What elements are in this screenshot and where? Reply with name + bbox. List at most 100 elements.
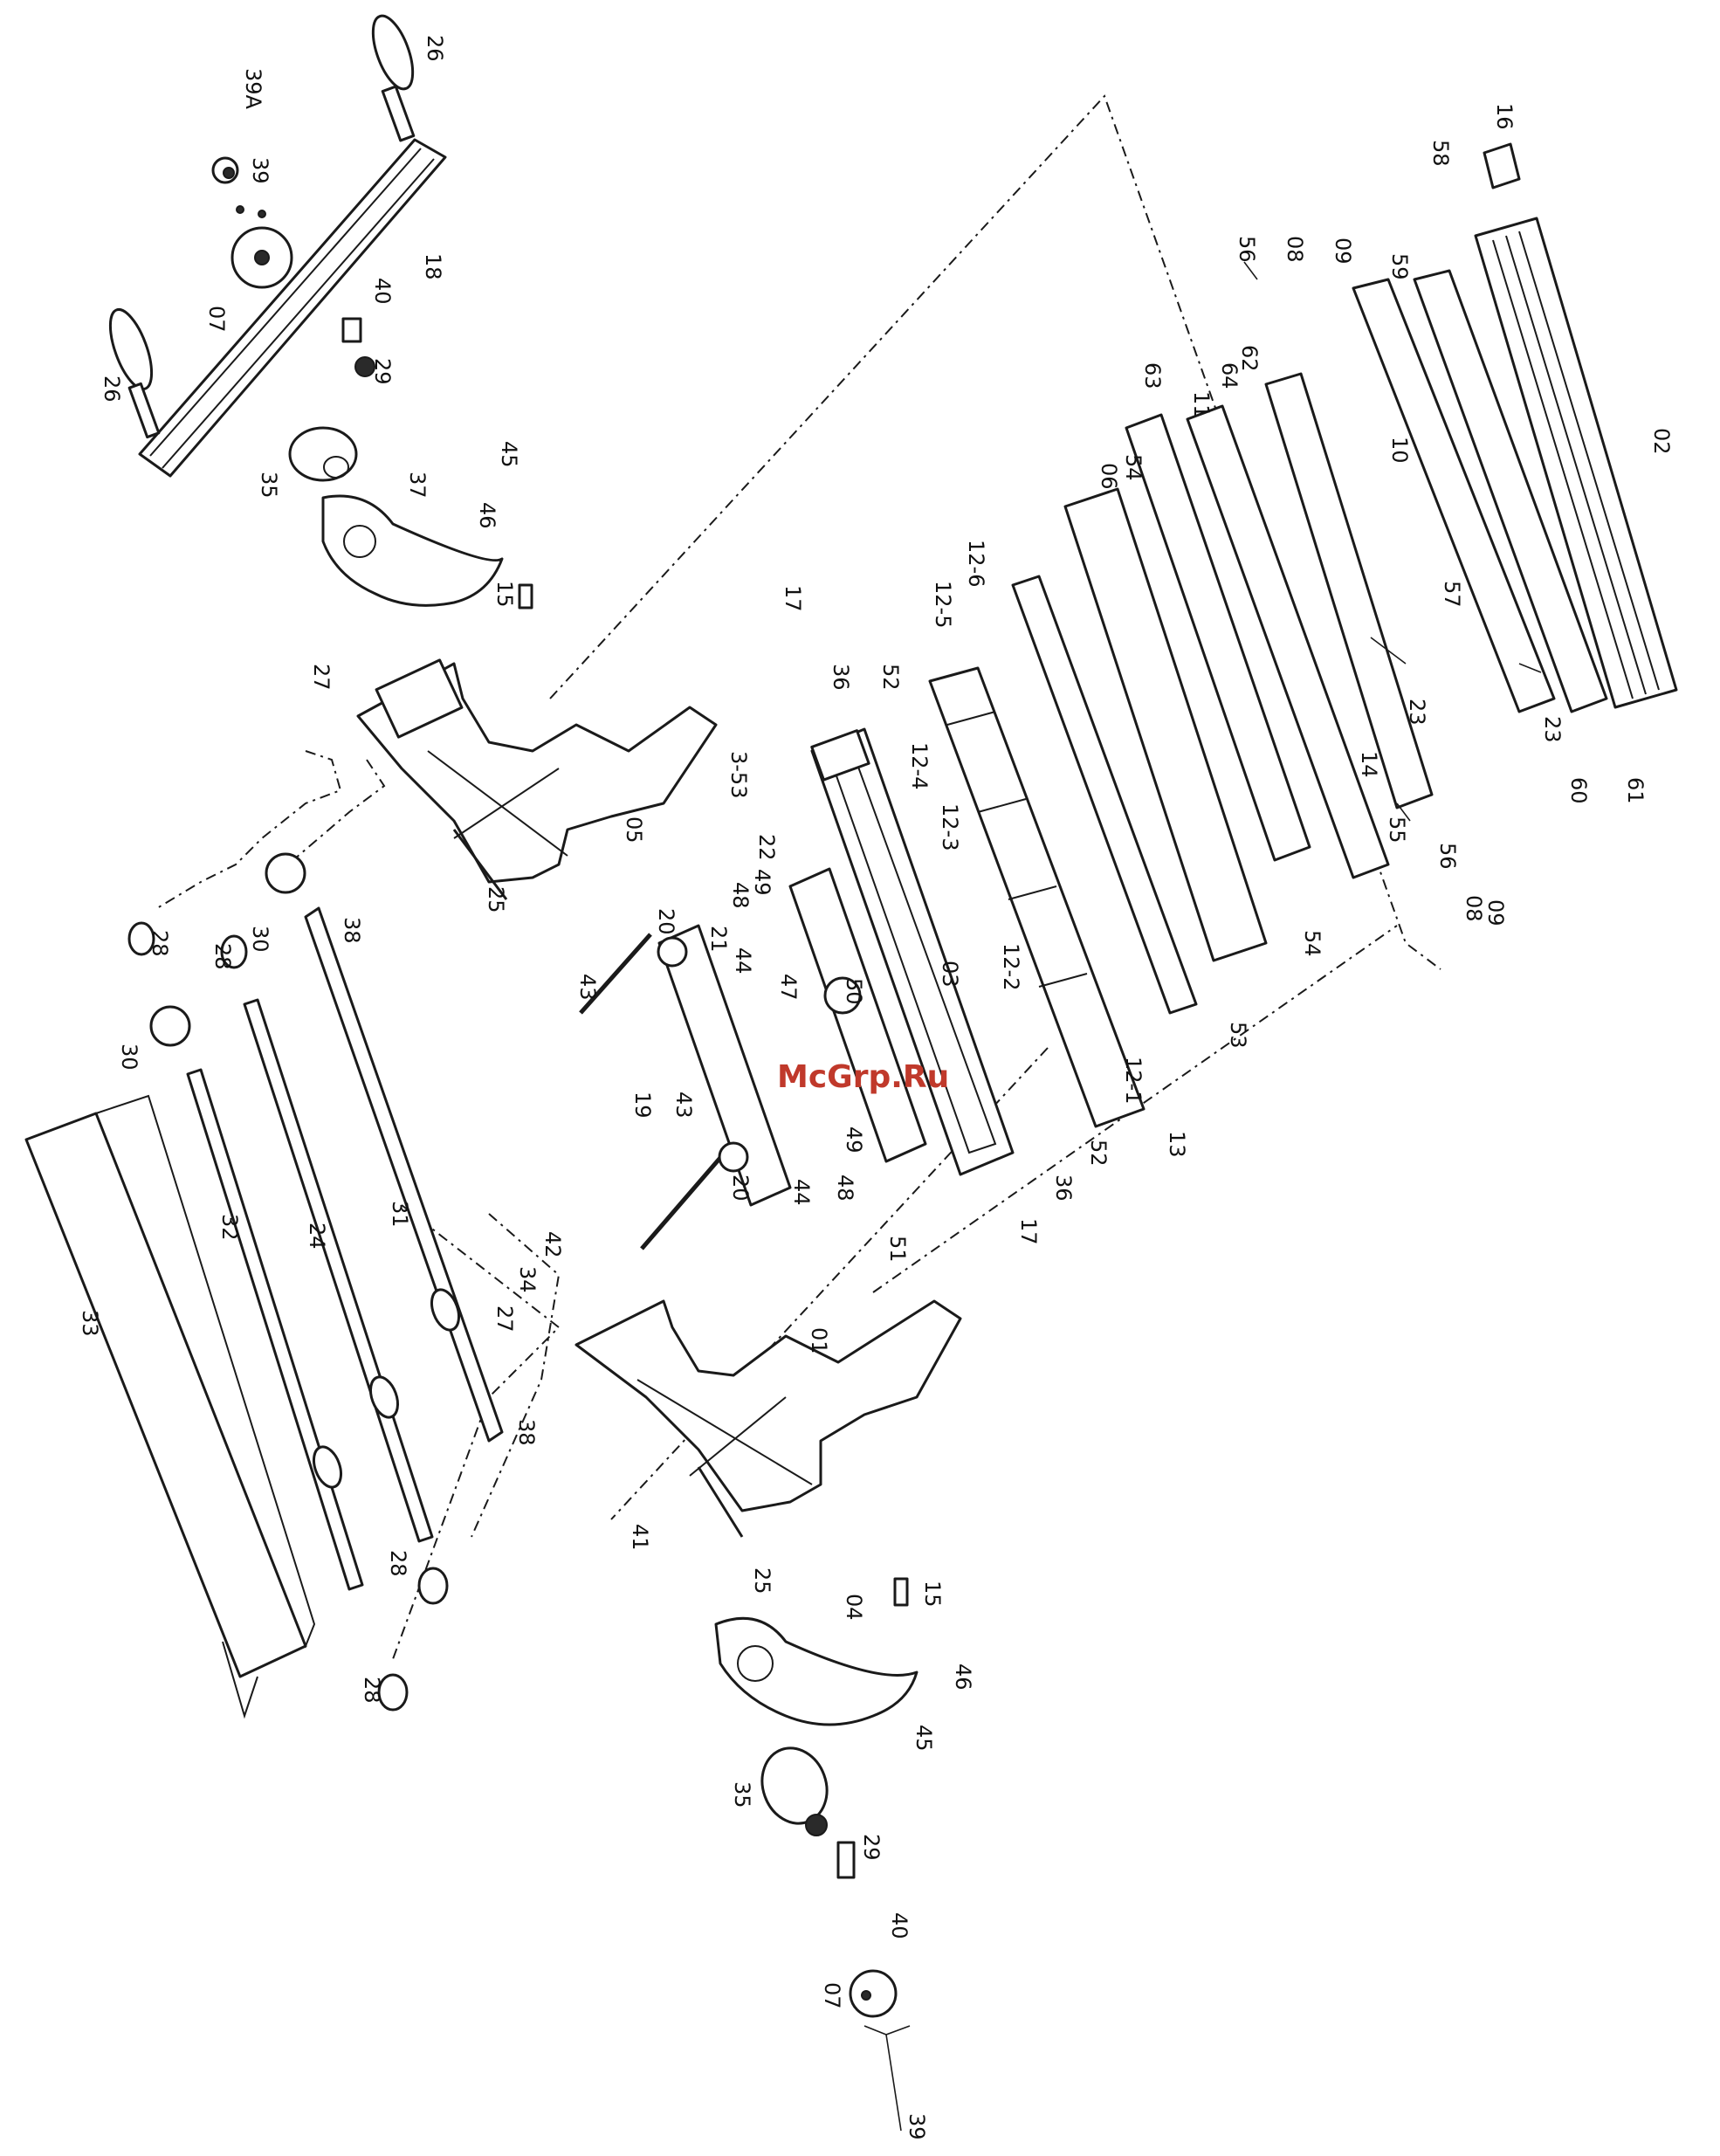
label-27-bottom: 27: [492, 1305, 517, 1333]
bracket-16: [1483, 142, 1521, 189]
label-52-top: 52: [878, 664, 903, 691]
label-23-a: 23: [1405, 699, 1429, 726]
label-06: 06: [1097, 463, 1121, 490]
label-12-3: 12-3: [938, 803, 962, 851]
label-49-a: 49: [750, 869, 774, 896]
lever-arm-04: [714, 1577, 918, 1726]
label-29-top: 29: [370, 358, 395, 385]
label-40-bottom: 40: [887, 1912, 912, 1939]
label-23-b: 23: [1540, 716, 1565, 743]
label-57: 57: [1440, 581, 1464, 608]
plate-12: [928, 666, 1146, 1128]
hand-wheel-top: [211, 156, 293, 289]
label-39A: 39A: [241, 68, 265, 110]
hand-wheel-bottom: [849, 1969, 898, 2018]
label-34: 34: [515, 1266, 540, 1293]
label-07-bottom: 07: [820, 1982, 844, 2009]
label-44-a: 44: [731, 947, 755, 975]
label-39-top: 39: [248, 157, 272, 184]
label-28-d: 28: [360, 1677, 384, 1704]
label-56-top: 56: [1235, 236, 1259, 263]
label-08-bottom: 08: [1462, 895, 1486, 922]
shaft-31: [265, 852, 504, 1443]
label-02: 02: [1649, 428, 1674, 455]
label-48-b: 48: [833, 1174, 857, 1202]
label-31: 31: [388, 1201, 412, 1228]
label-3-53: 3-53: [726, 751, 751, 798]
label-45-bottom: 45: [912, 1725, 936, 1752]
label-45-top: 45: [497, 441, 521, 468]
arm-22: [788, 867, 927, 1163]
bar-21: [657, 924, 792, 1207]
label-58: 58: [1428, 140, 1453, 167]
label-33: 33: [78, 1310, 102, 1337]
label-63: 63: [1140, 362, 1165, 389]
casting-05: [356, 658, 718, 900]
table-02: [1474, 217, 1678, 709]
label-09-top: 09: [1331, 238, 1355, 265]
label-48-a: 48: [728, 882, 753, 909]
label-26-left: 26: [100, 375, 124, 403]
label-30-b: 30: [117, 1044, 141, 1071]
label-62: 62: [1237, 345, 1262, 372]
label-43-b: 43: [671, 1092, 696, 1119]
label-32: 32: [217, 1214, 242, 1241]
label-39-bottom: 39: [905, 2113, 929, 2140]
cam-hub-35-top: [288, 426, 358, 482]
label-12-6: 12-6: [964, 540, 988, 587]
label-01: 01: [807, 1327, 831, 1354]
leader-lines: [863, 261, 1542, 2132]
label-64: 64: [1217, 362, 1242, 389]
frame-03: [810, 727, 1015, 1176]
label-17-bottom: 17: [1016, 1218, 1041, 1245]
label-30-a: 30: [248, 926, 272, 953]
label-35-top: 35: [257, 472, 281, 499]
label-28-c: 28: [386, 1550, 410, 1577]
label-55: 55: [1385, 816, 1409, 844]
label-41: 41: [628, 1524, 652, 1551]
label-20-b: 20: [728, 1174, 753, 1202]
label-22: 22: [754, 834, 779, 861]
label-52-bottom: 52: [1086, 1140, 1111, 1167]
label-27-top: 27: [309, 664, 334, 691]
label-16: 16: [1492, 103, 1517, 130]
knife-bar-13: [1011, 575, 1198, 1015]
label-54-top: 54: [1121, 454, 1146, 481]
label-24: 24: [305, 1223, 329, 1250]
rail-63: [1125, 413, 1311, 862]
label-15-top: 15: [492, 581, 517, 608]
label-25-top: 25: [484, 886, 508, 913]
label-59: 59: [1387, 253, 1412, 280]
label-13: 13: [1165, 1131, 1189, 1158]
label-46-top: 46: [475, 502, 499, 529]
label-38-top: 38: [340, 917, 364, 944]
casting-01: [574, 1299, 962, 1538]
label-28-a: 28: [148, 930, 172, 957]
part-labels: 26 39A 39 07 18 40 26 29 35 37 45 46 15 …: [78, 35, 1674, 2140]
label-53: 53: [1226, 1022, 1250, 1049]
label-40-top: 40: [370, 278, 395, 305]
label-15-bottom: 15: [920, 1581, 945, 1608]
rail-11: [1186, 404, 1390, 879]
label-19: 19: [630, 1092, 655, 1119]
label-36-top: 36: [829, 664, 853, 691]
label-28-b: 28: [210, 943, 235, 970]
label-46-bottom: 46: [951, 1663, 975, 1691]
label-54-bottom: 54: [1300, 930, 1324, 957]
label-12-4: 12-4: [907, 742, 932, 789]
label-05: 05: [622, 816, 646, 844]
crank-handle-bar: [108, 14, 447, 478]
label-10: 10: [1387, 437, 1412, 464]
label-29-bottom: 29: [859, 1834, 884, 1861]
label-49-b: 49: [842, 1126, 866, 1154]
bar-10: [1352, 278, 1556, 713]
label-11: 11: [1189, 391, 1214, 418]
bar-62: [1264, 372, 1434, 809]
label-12-2: 12-2: [999, 943, 1023, 990]
shaft-24: [220, 934, 434, 1543]
label-14: 14: [1357, 751, 1381, 778]
label-37: 37: [405, 472, 430, 499]
label-56-bottom: 56: [1435, 843, 1460, 870]
label-35-bottom: 35: [730, 1781, 754, 1808]
label-12-1: 12-1: [1121, 1057, 1146, 1104]
